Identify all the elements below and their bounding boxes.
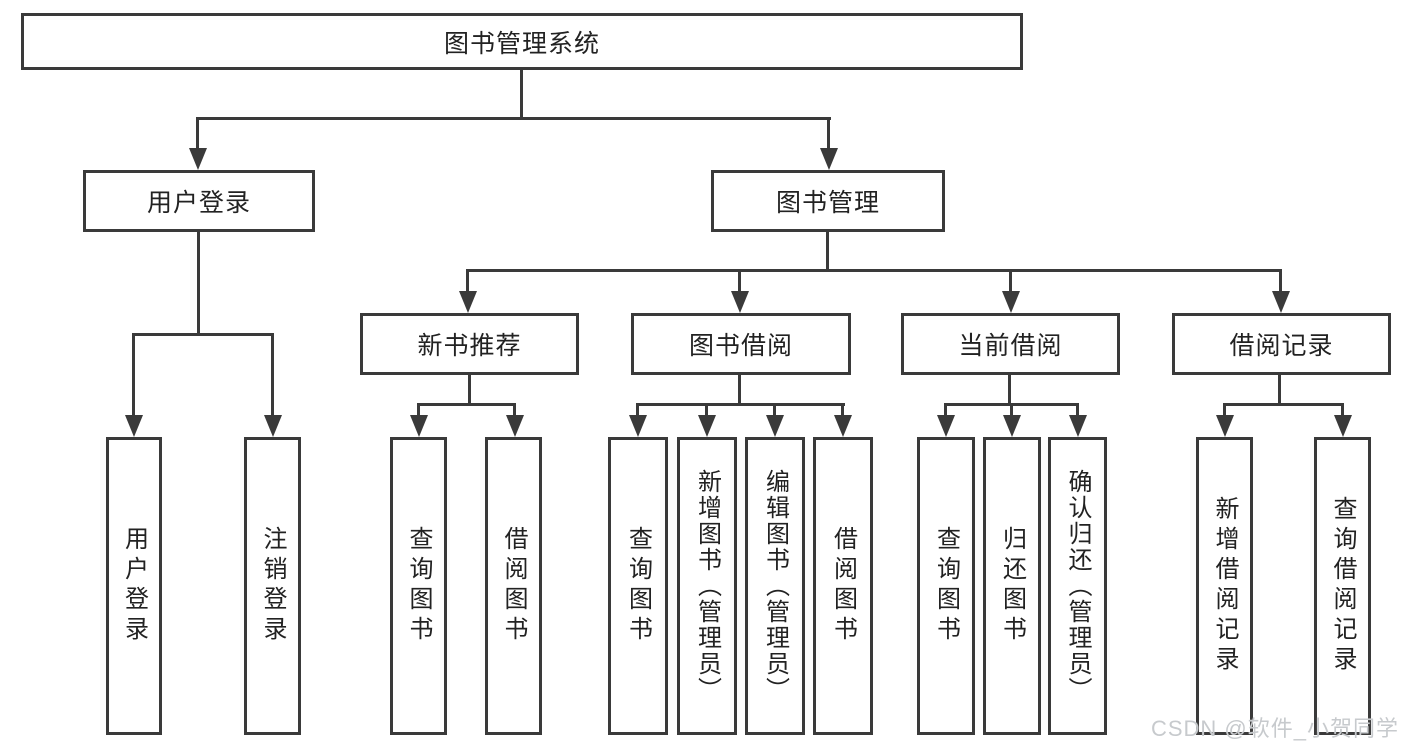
node-book-mgmt: 图书管理 bbox=[711, 170, 945, 232]
edge-bookmgmt-stem bbox=[826, 232, 829, 272]
edge-bookborrow-leaf4-line bbox=[841, 403, 844, 417]
leaf-newbooks-query-books: 查询图书 bbox=[390, 437, 447, 735]
edge-newbooks-leaf2-arrow bbox=[506, 415, 524, 437]
edge-root-userlogin-line bbox=[196, 117, 199, 150]
edge-currentborrow-leaf1-arrow bbox=[937, 415, 955, 437]
edge-userlogin-leaf1-arrow bbox=[125, 415, 143, 437]
edge-borrowrecords-leaf2-arrow bbox=[1334, 415, 1352, 437]
edge-bookmgmt-borrowrecords-line bbox=[1279, 269, 1282, 293]
node-current-borrow: 当前借阅 bbox=[901, 313, 1120, 375]
leaf-borrowrecords-add-record: 新增借阅记录 bbox=[1196, 437, 1253, 735]
node-borrow-records: 借阅记录 bbox=[1172, 313, 1391, 375]
edge-root-userlogin-arrow bbox=[189, 148, 207, 170]
edge-bookmgmt-rail bbox=[466, 269, 1282, 272]
edge-borrowrecords-leaf1-line bbox=[1223, 403, 1226, 417]
edge-bookmgmt-newbooks-arrow bbox=[459, 291, 477, 313]
edge-root-stem bbox=[520, 69, 523, 119]
leaf-bookborrow-add-books-admin: 新增图书（管理员） bbox=[677, 437, 737, 735]
edge-bookborrow-leaf3-line bbox=[773, 403, 776, 417]
edge-userlogin-rail bbox=[132, 333, 274, 336]
edge-bookborrow-leaf2-line bbox=[705, 403, 708, 417]
edge-userlogin-leaf1-line bbox=[132, 333, 135, 417]
edge-bookmgmt-borrowrecords-arrow bbox=[1272, 291, 1290, 313]
edge-newbooks-leaf1-arrow bbox=[410, 415, 428, 437]
csdn-watermark: CSDN @软件_小贺同学 bbox=[1150, 716, 1399, 741]
edge-currentborrow-leaf3-arrow bbox=[1069, 415, 1087, 437]
node-user-login: 用户登录 bbox=[83, 170, 315, 232]
edge-bookborrow-leaf1-line bbox=[636, 403, 639, 417]
edge-newbooks-rail bbox=[417, 403, 516, 406]
node-new-books: 新书推荐 bbox=[360, 313, 579, 375]
leaf-borrowrecords-query-record: 查询借阅记录 bbox=[1314, 437, 1371, 735]
edge-bookborrow-leaf4-arrow bbox=[834, 415, 852, 437]
leaf-currentborrow-query-books: 查询图书 bbox=[917, 437, 975, 735]
leaf-bookborrow-borrow-books: 借阅图书 bbox=[813, 437, 873, 735]
edge-borrowrecords-stem bbox=[1278, 375, 1281, 406]
node-root: 图书管理系统 bbox=[21, 13, 1023, 70]
edge-bookborrow-leaf1-arrow bbox=[629, 415, 647, 437]
edge-currentborrow-leaf2-line bbox=[1010, 403, 1013, 417]
edge-root-bookmgmt-line bbox=[827, 117, 830, 150]
edge-userlogin-leaf2-arrow bbox=[264, 415, 282, 437]
edge-bookborrow-rail bbox=[636, 403, 845, 406]
edge-borrowrecords-leaf1-arrow bbox=[1216, 415, 1234, 437]
edge-currentborrow-leaf3-line bbox=[1076, 403, 1079, 417]
leaf-bookborrow-query-books: 查询图书 bbox=[608, 437, 668, 735]
node-book-borrow: 图书借阅 bbox=[631, 313, 851, 375]
edge-borrowrecords-rail bbox=[1223, 403, 1344, 406]
leaf-newbooks-borrow-books: 借阅图书 bbox=[485, 437, 542, 735]
edge-borrowrecords-leaf2-line bbox=[1341, 403, 1344, 417]
edge-bookmgmt-currentborrow-arrow bbox=[1002, 291, 1020, 313]
leaf-logout: 注销登录 bbox=[244, 437, 301, 735]
edge-userlogin-stem bbox=[197, 232, 200, 335]
edge-bookborrow-leaf3-arrow bbox=[766, 415, 784, 437]
edge-root-rail bbox=[196, 117, 831, 120]
edge-bookborrow-leaf2-arrow bbox=[698, 415, 716, 437]
edge-bookmgmt-newbooks-line bbox=[466, 269, 469, 293]
edge-currentborrow-stem bbox=[1008, 375, 1011, 406]
edge-newbooks-leaf1-line bbox=[417, 403, 420, 417]
edge-newbooks-stem bbox=[468, 375, 471, 406]
edge-root-bookmgmt-arrow bbox=[820, 148, 838, 170]
leaf-user-login: 用户登录 bbox=[106, 437, 162, 735]
edge-userlogin-leaf2-line bbox=[271, 333, 274, 417]
edge-bookmgmt-bookborrow-line bbox=[738, 269, 741, 293]
leaf-currentborrow-confirm-return-admin: 确认归还（管理员） bbox=[1048, 437, 1107, 735]
edge-newbooks-leaf2-line bbox=[513, 403, 516, 417]
edge-currentborrow-leaf1-line bbox=[944, 403, 947, 417]
edge-currentborrow-leaf2-arrow bbox=[1003, 415, 1021, 437]
edge-bookmgmt-bookborrow-arrow bbox=[731, 291, 749, 313]
leaf-currentborrow-return-books: 归还图书 bbox=[983, 437, 1041, 735]
leaf-bookborrow-edit-books-admin: 编辑图书（管理员） bbox=[745, 437, 805, 735]
edge-bookmgmt-currentborrow-line bbox=[1009, 269, 1012, 293]
edge-bookborrow-stem bbox=[738, 375, 741, 406]
